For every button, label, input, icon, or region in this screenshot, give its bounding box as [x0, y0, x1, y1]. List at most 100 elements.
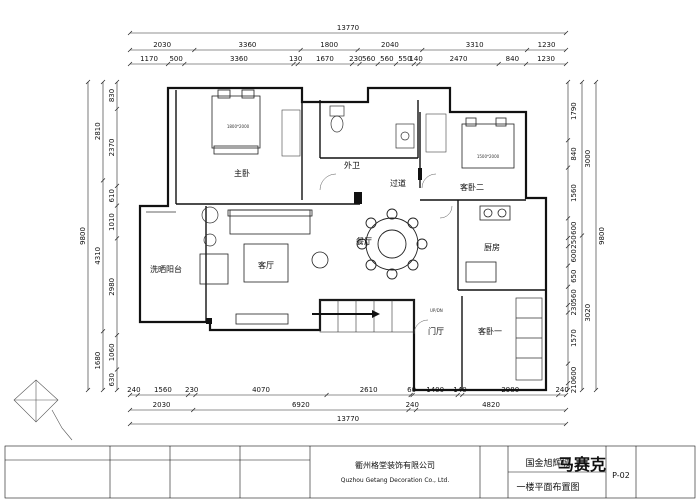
dim-top-2-11: 840: [506, 55, 519, 63]
room-laundry: 洗晒阳台: [150, 264, 182, 274]
dim-top-2-9: 140: [409, 55, 422, 63]
dim-right-total-0: 9800: [598, 227, 606, 245]
dim-left-1-2: 610: [108, 189, 116, 202]
dimension-labels: 13770 2030 3360 1800 2040 3310 1230 1170 500 3360…: [79, 24, 606, 423]
master-bed: [211, 89, 261, 155]
dim-right-1-11: 210: [570, 380, 578, 393]
brand-logo: 马赛克: [558, 455, 606, 474]
dim-right-1-9: 1570: [570, 329, 578, 347]
walls: [138, 86, 548, 392]
room-bath: 外卫: [344, 160, 360, 170]
dim-right-2-1: 3020: [584, 304, 592, 322]
compass-leader: [51, 409, 73, 441]
second-bed: [461, 117, 515, 169]
dim-left-1-5: 1060: [108, 343, 116, 361]
second-bed-size: 1500*2000: [477, 154, 500, 159]
dim-top-2-10: 2470: [450, 55, 468, 63]
dim-left-2-1: 4310: [94, 247, 102, 265]
dim-bottom-2-2: 240: [406, 401, 419, 409]
dim-left-2-2: 1680: [94, 352, 102, 370]
wardrobes: [281, 109, 447, 157]
dim-top-1-4: 3310: [466, 41, 484, 49]
sheet-number: P-02: [612, 471, 630, 480]
dim-top-2-7: 560: [380, 55, 393, 63]
dim-left-1-6: 630: [108, 373, 116, 386]
dim-left-1-3: 1010: [108, 213, 116, 231]
dim-top-2-12: 1230: [537, 55, 555, 63]
dim-bottom-1-4: 2610: [360, 386, 378, 394]
dim-top-2-1: 500: [169, 55, 182, 63]
dim-top-2-6: 560: [362, 55, 375, 63]
title-block: [4, 445, 696, 499]
room-master: 主卧: [234, 168, 250, 178]
columns: [206, 168, 422, 324]
dim-bottom-1-5: 60: [407, 386, 416, 394]
dim-left-total-0: 9800: [79, 227, 87, 245]
room-kitchen: 厨房: [484, 242, 500, 252]
dim-top-2-4: 1670: [316, 55, 334, 63]
dim-left-1-4: 2980: [108, 278, 116, 296]
stairs: [319, 299, 415, 333]
dim-bottom-1-1: 1560: [154, 386, 172, 394]
laundry-fixtures: [146, 206, 219, 247]
dim-left-1-1: 2370: [108, 138, 116, 156]
dim-bottom-2-1: 6920: [292, 401, 310, 409]
north-compass: [13, 379, 59, 423]
dim-right-1-8: 230: [570, 302, 578, 315]
dim-top-2-5: 230: [349, 55, 362, 63]
dim-top-1-5: 1230: [538, 41, 556, 49]
interior-walls: [175, 90, 546, 390]
dim-right-1-1: 840: [570, 147, 578, 160]
dim-left-2-0: 2810: [94, 122, 102, 140]
dining-table: [356, 208, 428, 280]
dim-top-2-8: 550: [398, 55, 411, 63]
dim-right-1-7: 560: [570, 289, 578, 302]
room-corridor: 过道: [390, 178, 406, 188]
dim-bottom-1-2: 230: [185, 386, 198, 394]
living-furniture: [199, 209, 329, 325]
dim-top-1-2: 1800: [320, 41, 338, 49]
stair-arrowhead: [372, 310, 380, 318]
stair-label: UP/DN: [430, 308, 443, 313]
dim-top-1-3: 2040: [381, 41, 399, 49]
project-name: 国金旭辉城: [525, 457, 570, 469]
door-swings: [319, 173, 453, 335]
dim-top-2-3: 130: [289, 55, 302, 63]
master-bed-size: 1800*2000: [227, 124, 250, 129]
dim-top-1-1: 3360: [239, 41, 257, 49]
guest-furniture: [515, 297, 543, 381]
dimension-ticks: [85, 30, 599, 427]
dim-top-2-0: 1170: [140, 55, 158, 63]
dim-right-1-6: 650: [570, 270, 578, 283]
dim-bottom-1-3: 4070: [252, 386, 270, 394]
dimension-lines: [87, 32, 597, 425]
dim-right-1-3: 600: [570, 221, 578, 234]
room-foyer: 门厅: [428, 326, 444, 336]
dim-right-1-2: 1560: [570, 184, 578, 202]
dim-top-total-0: 13770: [337, 24, 359, 32]
drawing-name: 一楼平面布置图: [516, 481, 579, 493]
company-name-en: Quzhou Getang Decoration Co., Ltd.: [341, 477, 450, 484]
room-dining: 餐厅: [356, 237, 372, 246]
dim-right-1-5: 600: [570, 249, 578, 262]
dim-top-2-2: 3360: [230, 55, 248, 63]
dim-right-1-4: 250: [570, 235, 578, 248]
dim-top-1-0: 2030: [153, 41, 171, 49]
dim-right-1-0: 1790: [570, 102, 578, 120]
dim-left-1-0: 830: [108, 89, 116, 102]
company-name-cn: 衢州格堂装饰有限公司: [355, 460, 435, 470]
dim-bottom-2-0: 2030: [153, 401, 171, 409]
dim-right-1-10: 600: [570, 367, 578, 380]
room-living: 客厅: [258, 260, 274, 270]
kitchen-fixtures: [465, 205, 511, 283]
bath-fixtures: [329, 105, 415, 149]
dim-bottom-1-9: 240: [555, 386, 568, 394]
dim-bottom-1-0: 240: [127, 386, 140, 394]
room-second: 客卧二: [460, 182, 484, 192]
dim-bottom-2-3: 4820: [482, 401, 500, 409]
dim-right-2-0: 3000: [584, 150, 592, 168]
room-guest: 客卧一: [478, 326, 502, 336]
dim-bottom-total-0: 13770: [337, 415, 359, 423]
